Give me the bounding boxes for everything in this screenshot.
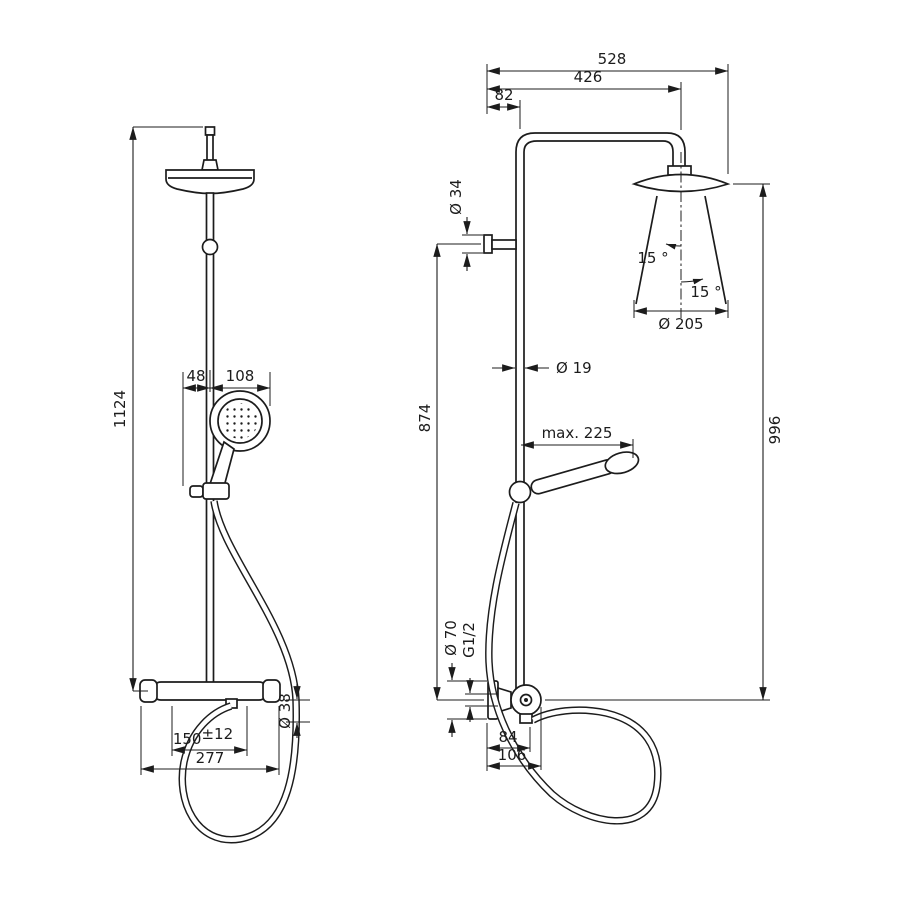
- dim-pipe-height: 874: [416, 243, 484, 701]
- dim-wall-offset-label: 82: [494, 86, 513, 104]
- shower-hose-front: [178, 500, 301, 844]
- dim-thread-label: G1/2: [460, 622, 478, 658]
- dim-hand-dia-label: 108: [226, 367, 255, 385]
- spray-line-right: [704, 195, 727, 305]
- dim-hand-shower: 48 108: [182, 367, 271, 486]
- side-view: 15 ° 15 ° Ø 205 528 426 82: [416, 50, 784, 825]
- head-connector: [200, 159, 220, 171]
- dim-connection-label: 150±12: [173, 725, 233, 748]
- slider-holder-front: [202, 482, 230, 500]
- shower-pipe-front: [205, 192, 215, 687]
- dim-escutcheon-dia-label: Ø 70: [442, 620, 460, 656]
- dim-total-width-label: 528: [598, 50, 627, 68]
- hand-shower-spray-face: [222, 403, 258, 439]
- shower-hose-side: [485, 502, 662, 825]
- overhead-shower-front: [165, 169, 255, 195]
- dim-bracket-dia: Ø 34: [447, 179, 483, 271]
- wall-bracket-plate: [483, 234, 493, 254]
- dim-hose-dia: Ø 38: [276, 684, 310, 738]
- dim-arm-width-label: 426: [574, 68, 603, 86]
- hose-nipple-side: [519, 713, 533, 724]
- slider-knob-front: [189, 485, 204, 498]
- dim-total-height: 996: [545, 183, 784, 701]
- dim-front-height: 1124: [111, 126, 203, 692]
- dim-valve-front: 150±12 277: [140, 706, 280, 775]
- hand-shower-side: [530, 451, 640, 495]
- valve-screw-ring: [519, 693, 533, 707]
- head-connector-side: [667, 165, 692, 176]
- dim-depth1-label: 84: [498, 728, 517, 746]
- dim-bracket-dia-label: Ø 34: [447, 179, 465, 215]
- thermostat-knob-right: [262, 679, 281, 703]
- thermostat-body-front: [151, 681, 269, 701]
- spray-line-left: [635, 195, 658, 305]
- dim-top: 528 426 82: [486, 50, 729, 174]
- dim-front-height-label: 1124: [111, 390, 129, 428]
- spray-cone: 15 ° 15 °: [635, 152, 727, 318]
- valve-screw-dot: [524, 698, 528, 702]
- dim-pipe-height-label: 874: [416, 404, 434, 433]
- hand-shower-face-ring: [217, 398, 263, 444]
- angle-arc-left: [665, 243, 682, 250]
- dim-hose-dia-label: Ø 38: [276, 693, 294, 729]
- wall-bracket-arm: [491, 239, 517, 250]
- dim-reach-label: max. 225: [542, 424, 613, 442]
- front-view: 1124 48 108 150±12 277: [111, 126, 310, 844]
- dim-offset-label: 48: [186, 367, 205, 385]
- dim-reach: max. 225: [520, 424, 634, 458]
- dim-depth2-label: 106: [498, 746, 527, 764]
- dim-total-height-label: 996: [766, 416, 784, 445]
- dim-escutcheon: Ø 70 G1/2: [442, 620, 498, 737]
- pipe-outline-outer: [515, 132, 686, 700]
- dim-pipe-dia-label: Ø 19: [556, 359, 592, 377]
- dim-valve-depth: 84 106: [486, 707, 542, 771]
- dim-pipe-dia: Ø 19: [492, 359, 592, 377]
- pipe-joint-front: [201, 238, 219, 256]
- angle-right-label: 15 °: [690, 283, 721, 301]
- pipe-top-cap: [204, 126, 216, 136]
- slider-holder-side: [508, 480, 532, 504]
- dim-valve-width-label: 277: [196, 749, 225, 767]
- pipe-outline-inner: [523, 140, 674, 700]
- overhead-shower-side: [631, 173, 731, 193]
- dim-head-dia: Ø 205: [633, 300, 729, 333]
- angle-left-label: 15 °: [637, 249, 668, 267]
- dim-head-dia-label: Ø 205: [658, 315, 703, 333]
- angle-arc-right: [680, 278, 704, 285]
